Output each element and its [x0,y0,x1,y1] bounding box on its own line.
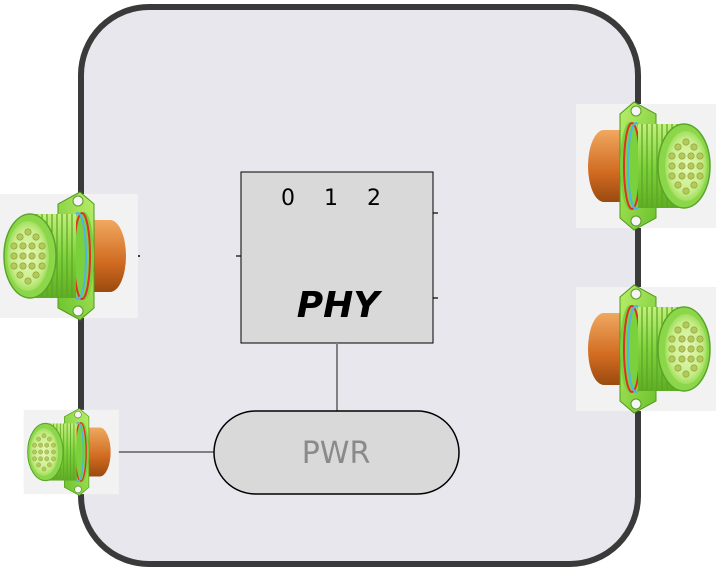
phy-port-2: 2 [367,186,381,211]
circular-connector-icon [22,407,120,497]
phy-port-0: 0 [281,186,295,211]
pwr-label: PWR [302,436,371,471]
phy-port-1: 1 [324,186,338,211]
circular-connector-icon [575,101,717,231]
pwr-block[interactable]: PWR [213,410,460,495]
circular-connector-icon [575,284,717,414]
circular-connector-icon [0,191,139,321]
phy-block[interactable]: 0 1 2 PHY [236,171,438,344]
phy-title: PHY [297,285,384,326]
